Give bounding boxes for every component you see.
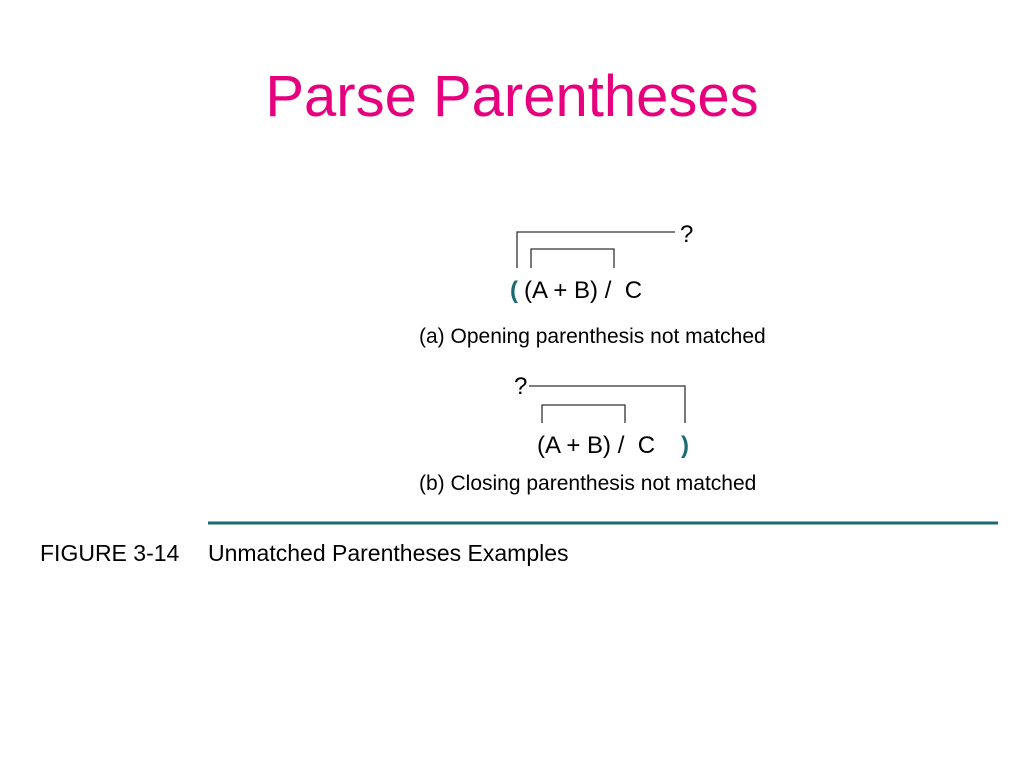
- matched-bracket-a: [530, 248, 615, 268]
- unmatched-open-paren: (: [510, 277, 518, 304]
- caption-a: (a) Opening parenthesis not matched: [419, 325, 766, 348]
- slide-title: Parse Parentheses: [265, 64, 759, 129]
- expression-b: (A + B) / C: [537, 432, 655, 459]
- question-mark-a: ?: [680, 221, 693, 248]
- example-b: ? (A + B) / C ) (b) Closing parenthesis …: [419, 373, 756, 495]
- caption-b: (b) Closing parenthesis not matched: [419, 472, 756, 495]
- example-a: ? ( (A + B) / C (a) Opening parenthesis …: [419, 221, 766, 348]
- figure-title: Unmatched Parentheses Examples: [208, 540, 569, 566]
- expression-a: (A + B) / C: [524, 277, 642, 304]
- matched-bracket-b: [541, 404, 626, 423]
- unmatched-close-paren: ): [681, 432, 689, 459]
- unmatched-bracket-b: [529, 385, 686, 423]
- question-mark-b: ?: [514, 373, 527, 400]
- figure-label: FIGURE 3-14: [40, 540, 180, 566]
- unmatched-bracket-a: [516, 231, 675, 268]
